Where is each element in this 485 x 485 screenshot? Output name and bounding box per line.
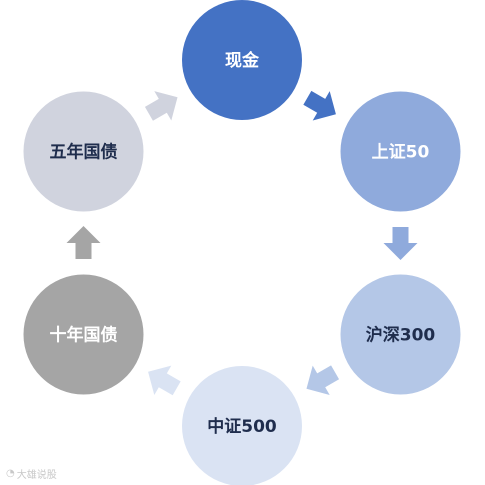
watermark-text: 大雄说股 — [16, 470, 57, 481]
cycle-node-label: 上证50 — [372, 143, 430, 163]
cycle-node-label: 五年国债 — [50, 142, 118, 163]
cycle-node-label: 中证500 — [207, 416, 277, 437]
cycle-arrow — [306, 365, 340, 396]
cycle-node-circle — [182, 366, 302, 485]
cycle-node-gz5: 五年国债 — [23, 91, 144, 212]
cycle-node-circle — [340, 274, 461, 395]
cycle-arrow-shape — [306, 365, 340, 396]
cycle-node-gz10: 十年国债 — [23, 274, 144, 395]
cycle-node-hs300: 沪深300 — [340, 274, 461, 395]
cycle-node-cash: 现金 — [182, 0, 302, 120]
cycle-arrow-shape — [148, 365, 181, 396]
cycle-arrow-shape — [303, 90, 336, 121]
cycle-arrow — [383, 227, 418, 260]
cycle-node-zz500: 中证500 — [182, 366, 302, 485]
cycle-arrow — [303, 90, 336, 121]
cycle-node-sz50: 上证50 — [340, 91, 461, 212]
weibo-icon: ◔ — [6, 468, 15, 479]
cycle-node-circle — [23, 91, 144, 212]
cycle-node-label: 现金 — [225, 50, 260, 71]
cycle-arrow-shape — [66, 226, 101, 259]
cycle-arrow-shape — [144, 91, 178, 121]
cycle-node-label: 沪深300 — [366, 325, 436, 346]
cycle-node-circle — [340, 91, 461, 212]
cycle-arrow — [66, 226, 101, 259]
cycle-arrow-shape — [383, 227, 418, 260]
cycle-node-label: 十年国债 — [50, 325, 118, 346]
cycle-arrow — [148, 365, 181, 396]
cycle-node-circle — [23, 274, 144, 395]
cycle-node-circle — [182, 0, 302, 120]
watermark: ◔ 大雄说股 — [6, 466, 57, 481]
cycle-arrow — [144, 91, 178, 121]
